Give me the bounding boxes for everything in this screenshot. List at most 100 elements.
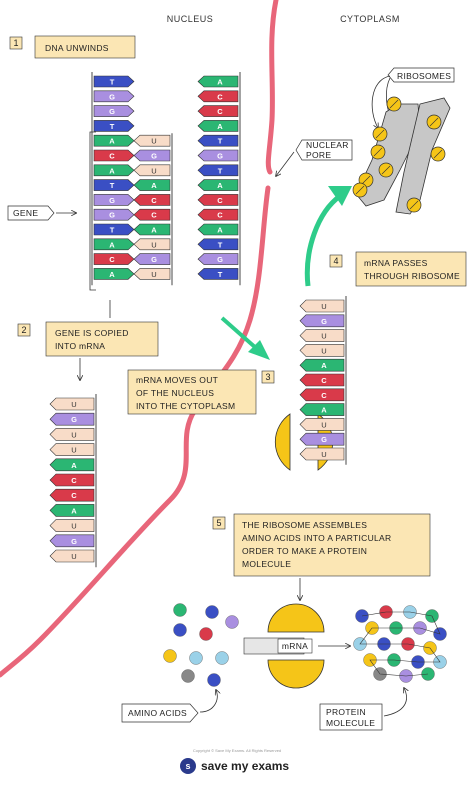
step-5-text-line-1: THE RIBOSOME ASSEMBLES — [242, 520, 367, 530]
step-2-number: 2 — [21, 325, 26, 335]
nuclear-pore-tag — [295, 139, 353, 161]
dna-left-base — [93, 149, 135, 162]
mrna-nucleus-base — [49, 549, 95, 563]
mrna-copy-base — [133, 238, 171, 251]
step-1-text: DNA UNWINDS — [45, 43, 109, 53]
dna-left-base — [93, 208, 135, 221]
step-3-text-line-2: OF THE NUCLEUS — [136, 388, 214, 398]
protein-molecule-label-line-2: MOLECULE — [326, 718, 375, 728]
dna-right-base-letter: A — [217, 181, 223, 190]
er-ribosomes — [352, 96, 446, 213]
svg-text:s: s — [185, 761, 190, 771]
mrna-exit-arrow — [220, 316, 270, 360]
dna-right-base-letter: A — [217, 122, 223, 131]
dna-right-base — [197, 75, 239, 88]
dna-left-base-letter: C — [109, 255, 115, 264]
dna-left-base-letter: A — [109, 166, 115, 175]
step-3-badge — [261, 370, 275, 384]
mrna-cyto-base-letter: C — [321, 376, 327, 385]
dna-left-base-letter: A — [109, 240, 115, 249]
dna-left-base-letter: T — [110, 78, 115, 87]
mrna-cyto-base-letter: A — [321, 361, 327, 370]
mrna-cyto-base — [299, 299, 345, 313]
step-5-badge — [212, 516, 226, 530]
save-my-exams-logo: s save my exams — [180, 758, 289, 774]
dna-right-base — [197, 208, 239, 221]
dna-left-base — [93, 75, 135, 88]
mrna-cyto-base — [299, 314, 345, 328]
mrna-nucleus-base — [49, 473, 95, 487]
dna-left-base-letter: A — [109, 137, 115, 146]
ribosome-stroke — [361, 175, 371, 185]
mrna-cyto-base — [299, 358, 345, 372]
ribosome-stroke — [433, 149, 443, 159]
translation-ribosome-bottom — [267, 659, 325, 689]
step-5-number: 5 — [216, 518, 221, 528]
dna-left-base — [93, 179, 135, 191]
mrna-nucleus-base-letter: A — [71, 506, 77, 515]
amino-acid — [199, 627, 213, 641]
step-5-text-line-3: ORDER TO MAKE A PROTEIN — [242, 546, 367, 556]
dna-right-base — [197, 90, 239, 103]
amino-acid — [173, 603, 187, 617]
step-4-box — [355, 251, 467, 287]
mrna-cyto-base — [299, 403, 345, 416]
step-4-text-line-2: THROUGH RIBOSOME — [364, 271, 460, 281]
dna-left-base — [93, 105, 135, 117]
dna-right-base — [197, 164, 239, 177]
dna-left-base-letter: T — [110, 122, 115, 131]
mrna-cyto-base-letter: U — [321, 302, 326, 311]
mrna-cyto-base — [299, 344, 345, 357]
step-5-text-line-2: AMINO ACIDS INTO A PARTICULAR — [242, 533, 391, 543]
mrna-nucleus-base — [49, 412, 95, 426]
protein-molecule-arrow — [383, 688, 407, 717]
ribosome-left-half — [274, 413, 291, 471]
amino-acids-cluster — [163, 603, 239, 687]
mrna-cyto-base-letter: U — [321, 346, 326, 355]
mrna-copy-base — [133, 134, 171, 147]
dna-right-base — [197, 194, 239, 206]
step-2-text-line-1: GENE IS COPIED — [55, 328, 129, 338]
ribosome-stroke — [355, 185, 365, 195]
mrna-nucleus-base-letter: G — [71, 537, 77, 546]
amino-acid — [189, 651, 203, 665]
mrna-nucleus-base-letter: U — [71, 400, 76, 409]
mrna-copy-base-letter: U — [151, 166, 156, 175]
mrna-nucleus-base — [49, 534, 95, 548]
dna-left-base — [93, 268, 135, 280]
mrna-nucleus-base — [49, 519, 95, 532]
mrna-copy-base-letter: G — [151, 152, 157, 161]
step-3-text-line-1: mRNA MOVES OUT — [136, 375, 218, 385]
dna-right-base — [197, 120, 239, 132]
nuclear-membrane-upper — [265, 0, 279, 175]
dna-left-base-letter: G — [109, 211, 115, 220]
mrna-nucleus-base — [49, 397, 95, 411]
dna-right-base-letter: T — [218, 270, 223, 279]
dna-right-base-letter: G — [217, 255, 223, 264]
dna-right-base-letter: T — [218, 137, 223, 146]
cytoplasm-header: CYTOPLASM — [340, 14, 400, 24]
dna-right-base-letter: A — [217, 226, 223, 235]
dna-right-base-letter: T — [218, 166, 223, 175]
dna-right-base — [197, 179, 239, 191]
amino-acid — [207, 673, 221, 687]
dna-left-base-letter: G — [109, 196, 115, 205]
mrna-nucleus-base — [49, 428, 95, 441]
dna-right-base — [197, 105, 239, 117]
dna-right-base-letter: C — [217, 211, 223, 220]
step-4-text-line-1: mRNA PASSES — [364, 258, 428, 268]
translation-ribosome-top — [267, 603, 325, 633]
amino-acids-label: AMINO ACIDS — [128, 708, 187, 718]
mrna-label: mRNA — [282, 641, 308, 651]
mrna-copy-base-letter: A — [151, 226, 157, 235]
step-3-box — [127, 369, 257, 415]
gene-tag — [7, 205, 55, 221]
ribosome-stroke — [389, 99, 399, 109]
step-1-badge — [9, 36, 23, 50]
mrna-cyto-base-letter: G — [321, 317, 327, 326]
dna-left-base-letter: T — [110, 181, 115, 190]
mrna-cyto-base — [299, 373, 345, 387]
mrna-cyto-base — [299, 432, 345, 446]
dna-right-base-letter: A — [217, 78, 223, 87]
